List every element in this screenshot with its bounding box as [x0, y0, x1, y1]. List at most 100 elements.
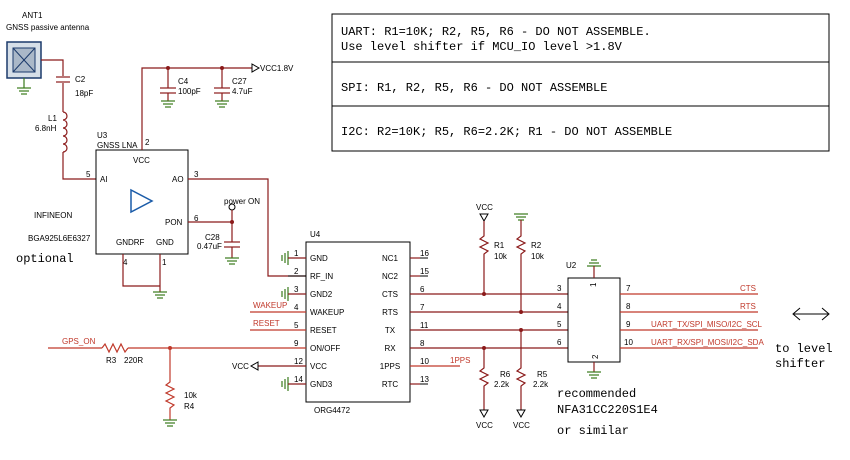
vcc-r6: VCC: [476, 421, 493, 430]
vcc-r1: VCC: [476, 203, 493, 212]
u2-pin-r2: 8: [626, 302, 631, 311]
ground-icon: [17, 87, 31, 95]
c2-value: 18pF: [75, 89, 93, 98]
u4-left-pin-label: RF_IN: [310, 272, 333, 281]
u4-left-pin-num: 2: [294, 267, 299, 276]
u2-pin-r1: 7: [626, 284, 631, 293]
ground-icon: [514, 213, 528, 221]
recommend-line3: or similar: [557, 424, 629, 438]
u4-left-pin-num: 4: [294, 303, 299, 312]
ground-icon: [225, 257, 239, 265]
antenna-symbol: ANT1 GNSS passive antenna: [6, 11, 90, 95]
u2-num-bot: 2: [591, 354, 600, 359]
u4-left-pin-num: 5: [294, 321, 299, 330]
r6-value: 2.2k: [494, 380, 510, 389]
net-reset: RESET: [253, 319, 280, 328]
capacitor-c2: C2 18pF: [56, 75, 93, 98]
c4-ref: C4: [178, 77, 189, 86]
u4-right-pin-label: NC2: [382, 272, 399, 281]
r2-ref: R2: [531, 241, 542, 250]
c28-ref: C28: [205, 233, 220, 242]
u4-left-pin-label: RESET: [310, 326, 337, 335]
u2-pin-l4: 6: [557, 338, 562, 347]
ground-icon: [163, 419, 177, 427]
net-cts: CTS: [740, 284, 756, 293]
u4-left-pin-label: GND: [310, 254, 328, 263]
ground-icon: [281, 377, 306, 391]
shifter-line1: to level: [775, 342, 833, 356]
u4-right-pin-label: NC1: [382, 254, 399, 263]
r1-ref: R1: [494, 241, 505, 250]
u3-num-ao: 3: [194, 170, 199, 179]
u3-name: GNSS LNA: [97, 141, 138, 150]
u4-left-pin-num: 14: [294, 375, 303, 384]
ground-icon: [153, 291, 167, 299]
u2-pin-r4: 10: [624, 338, 633, 347]
net-tx: UART_TX/SPI_MISO/I2C_SCL: [651, 320, 763, 329]
resistor-r3: R3 220R: [101, 342, 143, 365]
c27-ref: C27: [232, 77, 247, 86]
net-gps-on: GPS_ON: [62, 337, 96, 346]
u4-part: ORG4472: [314, 406, 351, 415]
r4-value: 10k: [184, 391, 198, 400]
shifter-line2: shifter: [775, 357, 825, 371]
u3-num-ai: 5: [86, 170, 91, 179]
resistor-r6: R6 2.2k VCC: [476, 346, 511, 430]
u3-num-pon: 6: [194, 214, 199, 223]
u3-ref: U3: [97, 131, 108, 140]
resistor-r2: R2 10k: [514, 213, 545, 314]
net-wakeup: WAKEUP: [253, 301, 287, 310]
ground-icon: [281, 287, 306, 301]
resistor-r4: 10k R4: [163, 348, 198, 427]
u3-num-gnd: 1: [162, 258, 167, 267]
capacitor-c27: C27 4.7uF: [214, 68, 253, 108]
u2-ref: U2: [566, 261, 577, 270]
notes-box: UART: R1=10K; R2, R5, R6 - DO NOT ASSEMB…: [331, 13, 830, 152]
r6-ref: R6: [500, 370, 511, 379]
u4-right-pin-label: CTS: [382, 290, 398, 299]
amplifier-icon: [130, 188, 154, 214]
u4-right-pin-num: 6: [420, 285, 425, 294]
lna-u3: U3 GNSS LNA VCC AI AO PON GNDRF GND 5 3 …: [86, 131, 199, 267]
u3-num-gndrf: 4: [123, 258, 128, 267]
capacitor-c4: C4 100pF: [160, 68, 201, 108]
inductor-l1: L1 6.8nH: [35, 111, 68, 153]
capacitor-c28: C28 0.47uF: [197, 233, 240, 265]
recommend-line1: recommended: [557, 387, 636, 401]
resistor-r1: VCC R1 10k: [476, 203, 508, 296]
u4-right-pin-label: RX: [384, 344, 396, 353]
u3-pin-gnd: GND: [156, 238, 174, 247]
r4-ref: R4: [184, 402, 195, 411]
u4-right-pin-label: RTS: [382, 308, 398, 317]
c4-value: 100pF: [178, 87, 201, 96]
antenna-ref: ANT1: [22, 11, 43, 20]
u2-pin-l2: 4: [557, 302, 562, 311]
u4-left-pin-label: WAKEUP: [310, 308, 344, 317]
power-on-label: power ON: [224, 197, 260, 206]
c2-ref: C2: [75, 75, 86, 84]
u4-right-pin-num: 15: [420, 267, 429, 276]
u3-pin-gndrf: GNDRF: [116, 238, 145, 247]
r3-ref: R3: [106, 356, 117, 365]
u4-ref: U4: [310, 230, 321, 239]
u4-right-pin-label: TX: [385, 326, 396, 335]
note-uart-line2: Use level shifter if MCU_IO level >1.8V: [341, 40, 623, 54]
vcc-r5: VCC: [513, 421, 530, 430]
u4-right-pin-num: 13: [420, 375, 429, 384]
r3-value: 220R: [124, 356, 143, 365]
ground-icon: [281, 251, 306, 265]
u3-part: BGA925L6E6327: [28, 234, 91, 243]
u4-left-pin-num: 12: [294, 357, 303, 366]
net-1pps: 1PPS: [450, 356, 470, 365]
u4-right-pin-label: RTC: [382, 380, 399, 389]
u4-left-pin-label: ON/OFF: [310, 344, 340, 353]
u4-left-pin-label: GND3: [310, 380, 333, 389]
u3-maker: INFINEON: [34, 211, 72, 220]
r1-value: 10k: [494, 252, 508, 261]
u3-pin-vcc: VCC: [133, 156, 150, 165]
gnss-module-u4: U4 ORG4472: [305, 230, 411, 415]
u4-right-pin-num: 11: [420, 321, 429, 330]
u2-num-top: 1: [589, 282, 598, 287]
u3-pin-ao: AO: [172, 175, 184, 184]
